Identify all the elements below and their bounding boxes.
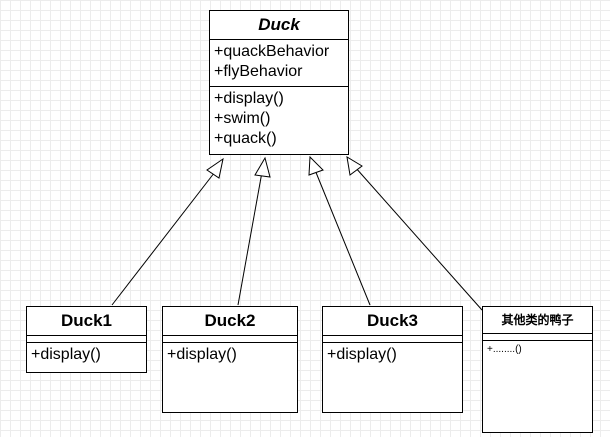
inheritance-line-duck2: [237, 171, 263, 306]
class-duck-attributes: +quackBehavior +flyBehavior: [210, 40, 348, 87]
operation-display: +display(): [167, 346, 237, 363]
operation-display: +display(): [327, 346, 397, 363]
class-duck[interactable]: Duck +quackBehavior +flyBehavior +displa…: [209, 10, 349, 155]
attribute-quack-behavior: +quackBehavior: [214, 43, 330, 60]
inheritance-arrowhead-other: [346, 156, 363, 176]
class-duck2-attributes: [163, 336, 297, 343]
class-duck3[interactable]: Duck3 +display(): [322, 306, 463, 413]
attribute-fly-behavior: +flyBehavior: [214, 63, 303, 80]
class-other-duck-attributes: [483, 334, 592, 341]
class-duck-operations: +display() +swim() +quack(): [210, 87, 348, 154]
inheritance-line-duck3: [314, 169, 371, 306]
operation-display: +display(): [31, 346, 101, 363]
operation-quack: +quack(): [214, 130, 277, 147]
class-duck3-operations: +display(): [323, 343, 462, 412]
class-duck-name: Duck: [210, 11, 348, 40]
inheritance-arrowhead-duck2: [254, 156, 271, 178]
class-duck1-attributes: [27, 336, 146, 343]
inheritance-line-other: [354, 166, 483, 311]
class-duck2-name: Duck2: [163, 307, 297, 336]
operation-display: +display(): [214, 90, 284, 107]
class-duck2[interactable]: Duck2 +display(): [162, 306, 298, 413]
class-other-duck-operations: +........(): [483, 341, 592, 432]
inheritance-line-duck1: [111, 167, 219, 306]
inheritance-arrowhead-duck3: [308, 155, 324, 176]
operation-placeholder: +........(): [487, 344, 522, 355]
inheritance-arrowhead-duck1: [206, 157, 224, 179]
class-duck2-operations: +display(): [163, 343, 297, 412]
class-duck1[interactable]: Duck1 +display(): [26, 306, 147, 373]
operation-swim: +swim(): [214, 110, 271, 127]
class-duck3-attributes: [323, 336, 462, 343]
class-duck1-name: Duck1: [27, 307, 146, 336]
class-other-duck[interactable]: 其他类的鸭子 +........(): [482, 306, 593, 433]
class-duck3-name: Duck3: [323, 307, 462, 336]
class-duck1-operations: +display(): [27, 343, 146, 372]
class-other-duck-name: 其他类的鸭子: [483, 307, 592, 334]
